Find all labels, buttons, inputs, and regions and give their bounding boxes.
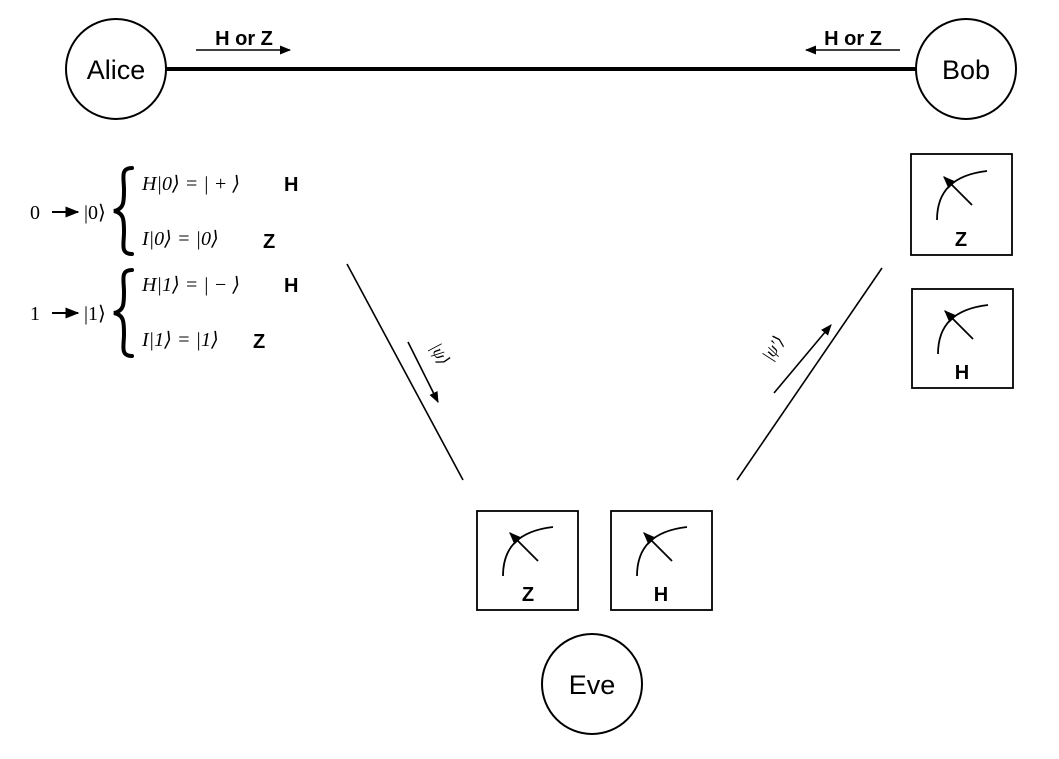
bit1-value: 1 xyxy=(30,303,40,325)
bit0-hadamard-expr: H|0⟩ = | + ⟩ xyxy=(141,173,240,195)
bob-meter-h-label: H xyxy=(955,362,969,384)
eve-meter-h-label: H xyxy=(654,584,668,606)
state-psi-label: |ψ⟩ xyxy=(426,340,453,368)
bit0-state: |0⟩ xyxy=(84,202,106,224)
bit1-hadamard-expr: H|1⟩ = | − ⟩ xyxy=(141,274,240,296)
measurement-meter-icon xyxy=(636,526,688,577)
alice-label: Alice xyxy=(87,55,146,85)
eve-label: Eve xyxy=(569,670,616,700)
bit0-identity-basis: Z xyxy=(263,231,275,253)
bob-node: Bob xyxy=(915,18,1017,120)
quantum-channel-to-bob xyxy=(736,267,883,481)
measurement-meter-icon xyxy=(936,170,988,221)
bob-meter-h: H xyxy=(911,288,1014,389)
bob-label: Bob xyxy=(942,55,990,85)
bob-meter-z-label: Z xyxy=(955,229,967,251)
bit0-value: 0 xyxy=(30,202,40,224)
bob-meter-z: Z xyxy=(910,153,1013,256)
eve-meter-h: H xyxy=(610,510,713,611)
alice-node: Alice xyxy=(65,18,167,120)
bit0-identity-expr: I|0⟩ = |0⟩ xyxy=(141,228,219,250)
curly-brace-icon xyxy=(113,166,134,256)
measurement-meter-icon xyxy=(937,304,989,355)
encoding-bit0: 0 |0⟩ H|0⟩ = | + ⟩ H I|0⟩ = |0⟩ Z xyxy=(30,166,298,256)
bit1-hadamard-basis: H xyxy=(284,275,298,297)
encoding-bit1: 1 |1⟩ H|1⟩ = | − ⟩ H I|1⟩ = |1⟩ Z xyxy=(30,268,298,358)
arrow-icon xyxy=(773,324,832,394)
bit1-identity-expr: I|1⟩ = |1⟩ xyxy=(141,329,219,351)
state-psi-prime-label: |ψ′⟩ xyxy=(758,332,788,364)
eve-node: Eve xyxy=(541,633,643,735)
curly-brace-icon xyxy=(113,268,134,358)
bob-basis-announcement: H or Z xyxy=(824,28,882,50)
bit0-hadamard-basis: H xyxy=(284,174,298,196)
alice-basis-announcement: H or Z xyxy=(215,28,273,50)
measurement-meter-icon xyxy=(502,526,554,577)
eve-meter-z: Z xyxy=(476,510,579,611)
arrow-icon xyxy=(407,341,439,404)
bit1-identity-basis: Z xyxy=(253,331,265,353)
bit1-state: |1⟩ xyxy=(84,303,106,325)
quantum-channel-to-eve xyxy=(346,263,464,481)
eve-meter-z-label: Z xyxy=(522,584,534,606)
